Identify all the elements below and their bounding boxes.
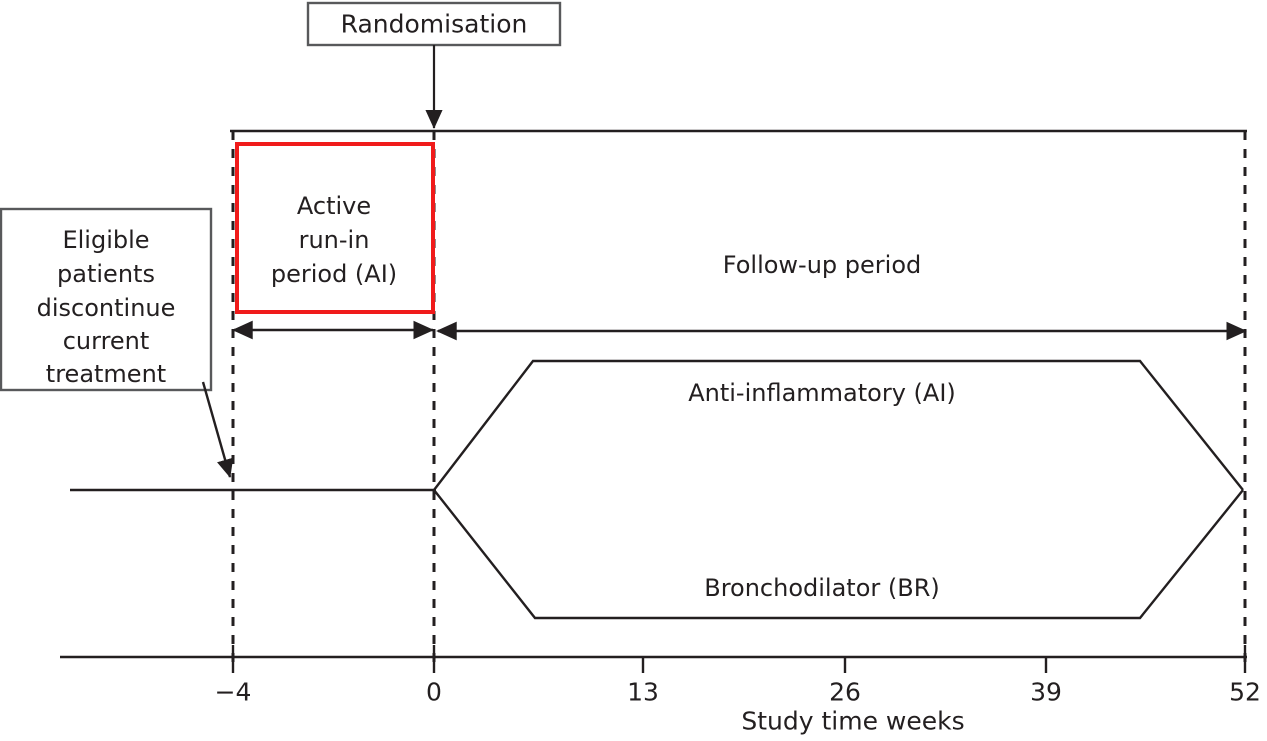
x-axis-tick-label-0: 0 xyxy=(426,677,442,707)
x-axis-title: Study time weeks xyxy=(741,706,965,736)
eligible-label-line-2: patients xyxy=(57,259,155,288)
x-axis-tick-label-26: 26 xyxy=(829,677,861,707)
eligible-label-line-3: discontinue xyxy=(36,293,176,322)
x-axis-tick-label--4: −4 xyxy=(214,677,252,707)
anti-inflammatory-arm-label: Anti-inflammatory (AI) xyxy=(688,378,956,407)
eligible-label-line-1: Eligible xyxy=(62,225,150,254)
randomisation-label: Randomisation xyxy=(340,9,528,39)
eligible-patients-arrow xyxy=(201,381,234,478)
x-axis-tick-label-39: 39 xyxy=(1030,677,1062,707)
x-axis-tick-label-13: 13 xyxy=(627,677,659,707)
randomisation-box xyxy=(306,1,562,47)
eligible-patients-box xyxy=(0,207,213,392)
run-in-label-line-3: period (AI) xyxy=(270,259,398,288)
active-run-in-box xyxy=(235,142,435,314)
bronchodilator-arm-shape xyxy=(433,489,1244,620)
run-in-label-line-1: Active xyxy=(296,191,372,220)
bronchodilator-arm-label: Bronchodilator (BR) xyxy=(704,573,940,602)
x-axis-tick-label-52: 52 xyxy=(1229,677,1261,707)
eligible-label-line-4: current xyxy=(62,326,150,355)
eligible-label-line-5: treatment xyxy=(45,359,167,388)
follow-up-period-label: Follow-up period xyxy=(722,250,922,279)
run-in-label-line-2: run-in xyxy=(298,225,370,254)
anti-inflammatory-arm-shape xyxy=(433,359,1244,491)
